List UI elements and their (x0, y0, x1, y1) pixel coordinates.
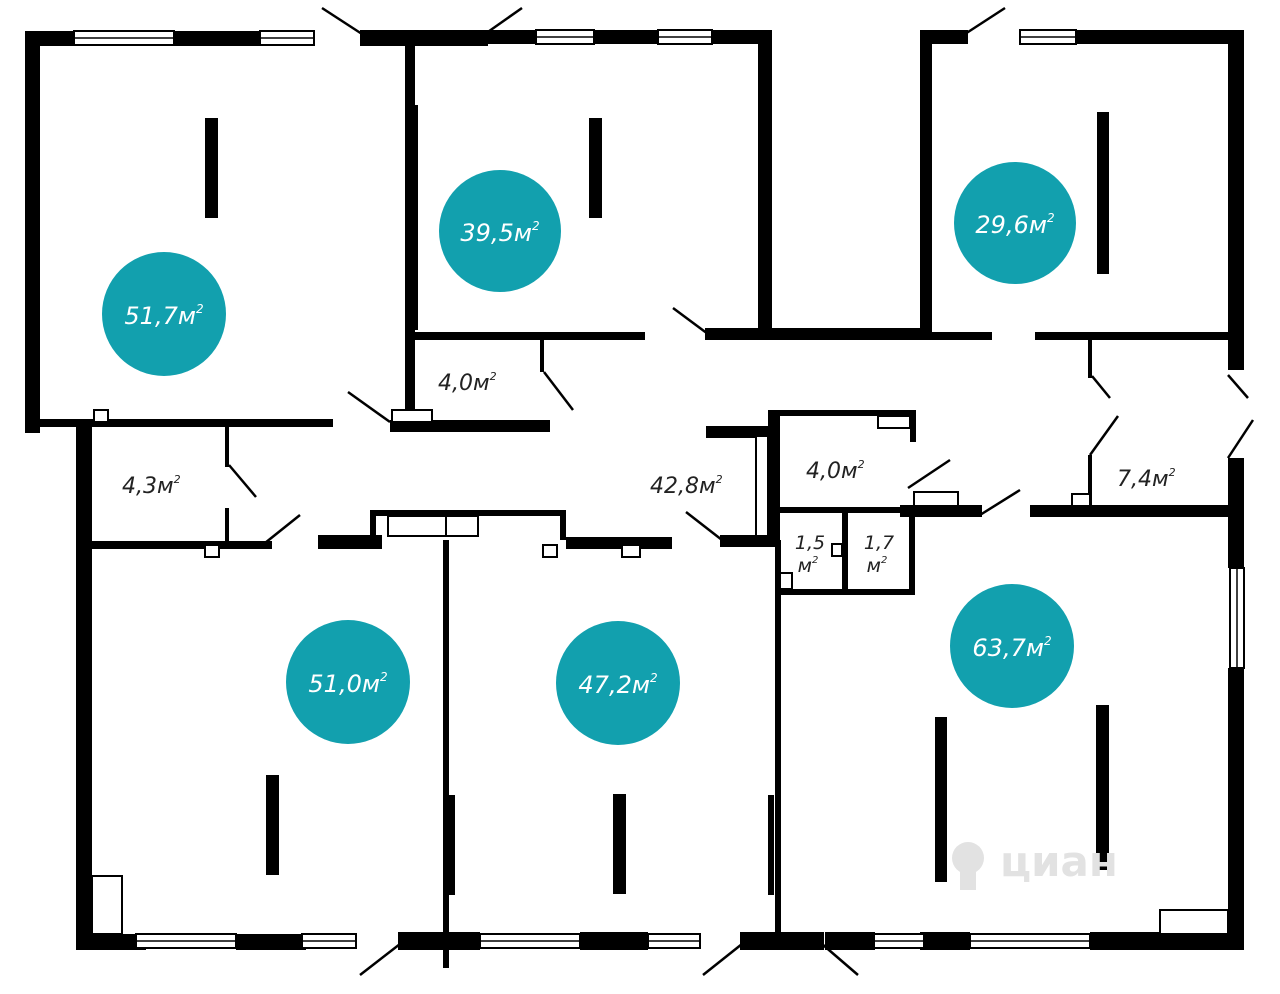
wc-1-unit-label: м2 (798, 555, 819, 577)
room-e-area: 47,2 (578, 671, 631, 699)
watermark-text: циан (1000, 837, 1118, 886)
room-d-area: 51,0 (308, 670, 361, 698)
svg-text:51,7м2: 51,7м2 (124, 302, 203, 330)
utility-1-label: 4,0м2 (806, 458, 865, 484)
doors (228, 6, 1255, 976)
corridor-area: 42,8 (650, 474, 699, 499)
window-top-2 (259, 30, 315, 46)
room-b-area: 39,5 (460, 219, 513, 247)
room-a-unit: м (178, 302, 196, 330)
hall-small-2-label: 4,3м2 (122, 473, 181, 499)
room-d-sup: 2 (380, 670, 388, 684)
cian-logo-icon (952, 842, 984, 890)
room-c-badge: 29,6м2 (954, 162, 1076, 284)
utility-1-area: 4,0 (806, 459, 841, 484)
walls (25, 30, 1244, 968)
hall-small-1-unit: м (473, 371, 490, 396)
room-d-unit: м (362, 670, 380, 698)
hall-small-1-label: 4,0м2 (438, 370, 497, 396)
wc-2-unit-label: м2 (867, 555, 888, 577)
hall-small-1-area: 4,0 (438, 371, 473, 396)
room-b-unit: м (514, 219, 532, 247)
wc-1-area: 1,5 (795, 532, 825, 554)
watermark: циан (952, 837, 1118, 890)
hall-small-2-sup: 2 (174, 473, 181, 486)
room-e-badge: 47,2м2 (556, 621, 680, 745)
svg-text:63,7м2: 63,7м2 (972, 634, 1051, 662)
window-bottom-6 (969, 933, 1091, 949)
window-top-5 (1019, 29, 1077, 45)
window-bottom-5 (873, 933, 925, 949)
interior-fixtures (205, 105, 1109, 895)
room-f-unit: м (1026, 634, 1044, 662)
window-top-4 (657, 29, 713, 45)
svg-text:39,5м2: 39,5м2 (460, 219, 539, 247)
svg-text:29,6м2: 29,6м2 (975, 211, 1054, 239)
room-d-badge: 51,0м2 (286, 620, 410, 744)
small-fixtures (91, 409, 1229, 935)
wc-1-unit: м (798, 555, 812, 577)
utility-2-sup: 2 (1169, 466, 1176, 479)
window-right-1 (1229, 567, 1245, 669)
window-bottom-1 (135, 933, 237, 949)
room-f-badge: 63,7м2 (950, 584, 1074, 708)
room-a-area: 51,7 (124, 302, 178, 330)
room-b-sup: 2 (532, 219, 540, 233)
window-bottom-2 (301, 933, 357, 949)
corridor-label: 42,8м2 (650, 473, 723, 499)
hall-small-2-unit: м (157, 474, 174, 499)
room-a-sup: 2 (196, 302, 204, 316)
corridor-sup: 2 (716, 473, 723, 486)
utility-2-label: 7,4м2 (1117, 466, 1176, 492)
utility-2-unit: м (1152, 467, 1169, 492)
utility-1-sup: 2 (858, 458, 865, 471)
window-top-1 (73, 30, 175, 46)
wc-2-sup: 2 (881, 555, 887, 566)
room-c-unit: м (1029, 211, 1047, 239)
svg-text:51,0м2: 51,0м2 (308, 670, 387, 698)
windows (73, 29, 1245, 949)
room-c-area: 29,6 (975, 211, 1028, 239)
room-e-unit: м (632, 671, 650, 699)
room-e-sup: 2 (650, 671, 658, 685)
wc-2-area: 1,7 (864, 532, 894, 554)
room-f-area: 63,7 (972, 634, 1026, 662)
room-b-badge: 39,5м2 (439, 170, 561, 292)
window-top-3 (535, 29, 595, 45)
hall-small-1-sup: 2 (490, 370, 497, 383)
svg-text:47,2м2: 47,2м2 (578, 671, 657, 699)
wc-1-sup: 2 (812, 555, 818, 566)
window-center-top (387, 515, 479, 537)
window-bottom-3 (479, 933, 581, 949)
room-c-sup: 2 (1047, 211, 1055, 225)
utility-1-unit: м (841, 459, 858, 484)
window-bottom-4 (647, 933, 701, 949)
corridor-unit: м (699, 474, 716, 499)
utility-2-area: 7,4 (1117, 467, 1152, 492)
wc-2-unit: м (867, 555, 881, 577)
room-f-sup: 2 (1044, 634, 1052, 648)
hall-small-2-area: 4,3 (122, 474, 157, 499)
room-a-badge: 51,7м2 (102, 252, 226, 376)
